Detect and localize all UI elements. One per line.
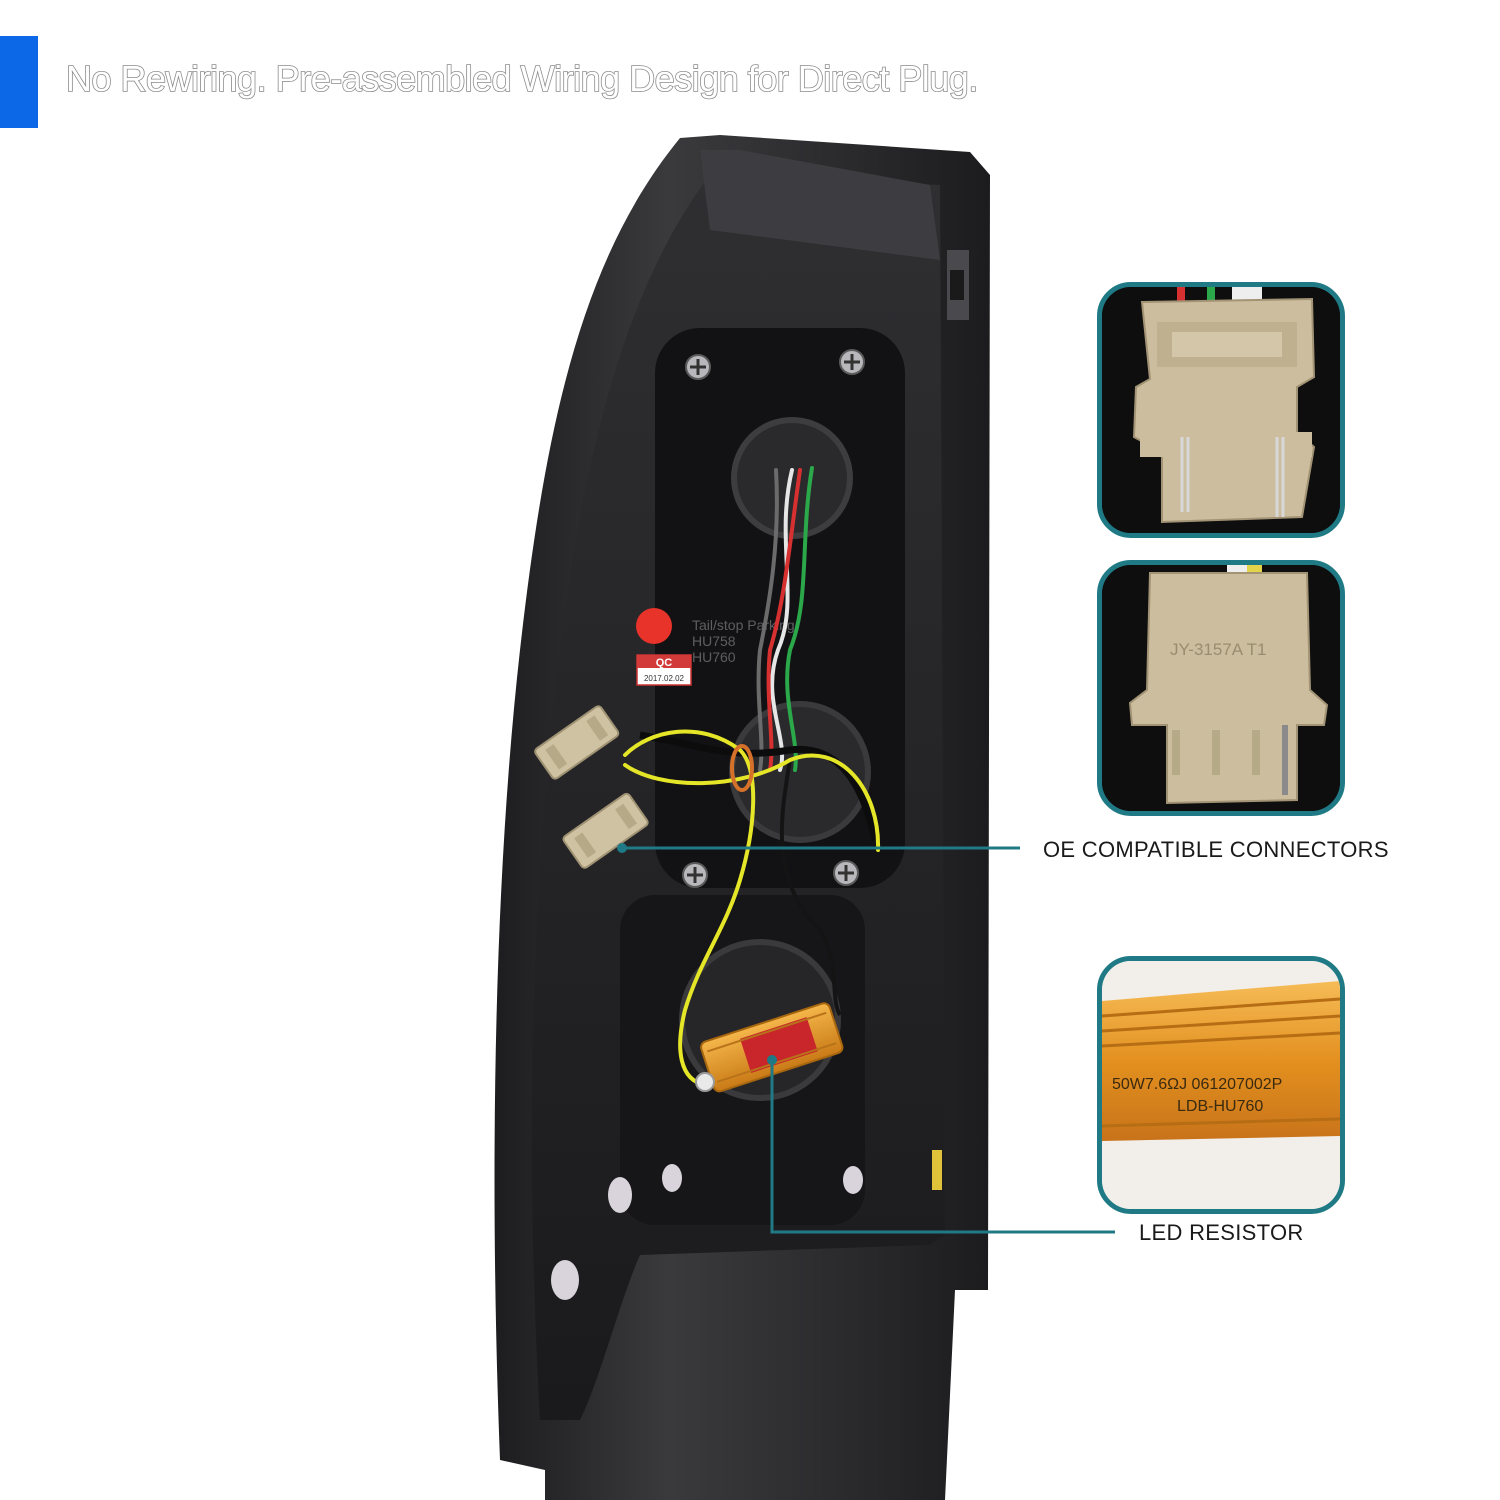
svg-text:HU758: HU758	[692, 633, 736, 649]
callout-leader-resistor	[770, 1060, 1115, 1234]
callout-label-resistor: LED RESISTOR	[1139, 1220, 1304, 1245]
svg-text:Tail/stop Parking: Tail/stop Parking	[692, 617, 795, 633]
red-sticker	[636, 608, 672, 644]
harness-connector-1	[534, 705, 620, 780]
led-resistor	[700, 1002, 844, 1093]
inset-led-resistor: 50W7.6ΩJ 061207002P LDB-HU760	[1097, 956, 1345, 1214]
inset-connector-front	[1097, 282, 1345, 538]
harness-connector-2	[562, 792, 649, 869]
svg-text:2017.02.02: 2017.02.02	[644, 674, 685, 683]
svg-text:HU760: HU760	[692, 649, 736, 665]
headline: No Rewiring. Pre-assembled Wiring Design…	[65, 57, 979, 100]
svg-text:QC: QC	[656, 657, 673, 669]
svg-text:LDB-HU760: LDB-HU760	[1177, 1098, 1263, 1115]
callout-label-connectors: OE COMPATIBLE CONNECTORS	[1043, 837, 1389, 862]
accent-bar	[0, 36, 38, 128]
inset-connector-side: JY-3157A T1	[1097, 560, 1345, 816]
qc-label: QC 2017.02.02	[636, 654, 692, 686]
svg-text:50W7.6ΩJ 061207002P: 50W7.6ΩJ 061207002P	[1112, 1076, 1282, 1093]
svg-text:JY-3157A T1: JY-3157A T1	[1170, 640, 1266, 659]
